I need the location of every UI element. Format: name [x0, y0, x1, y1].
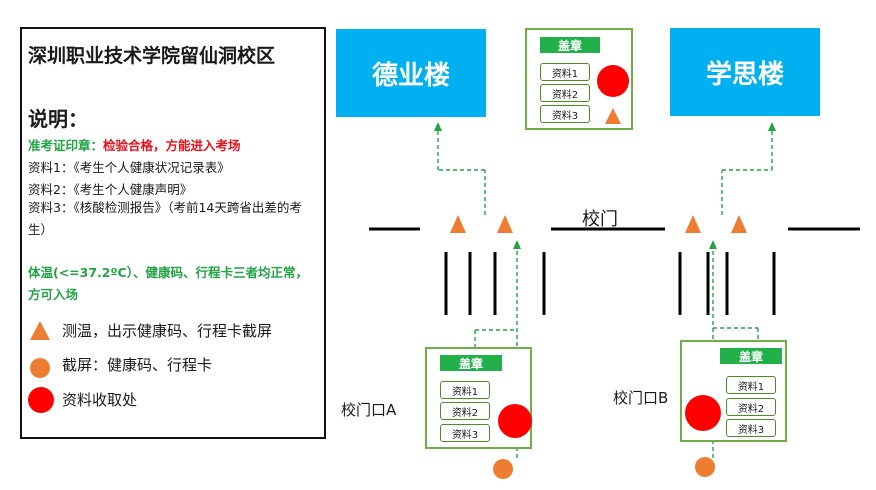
notes-heading: 说明： — [28, 107, 88, 131]
doc-note-1: 资料1：《考生个人健康状况记录表》 — [28, 160, 230, 175]
doc-1: 资料1 — [540, 63, 590, 81]
doc-1: 资料1 — [440, 381, 490, 399]
gate-a-label: 校门口A — [341, 401, 397, 419]
collection-point-gate-b — [685, 395, 721, 431]
gate-b-triangle-2 — [731, 215, 747, 233]
doc-3: 资料3 — [540, 105, 590, 123]
flow-b-arrow-up — [709, 240, 717, 249]
gate-b-screenshot-circle — [695, 457, 715, 477]
flow-a-arrow-building — [434, 122, 442, 131]
gate-a-screenshot-circle — [493, 459, 513, 479]
doc-note-3: 资料3：《核酸检测报告》（考前14天跨省出差的考生） — [28, 200, 302, 237]
doc-1: 资料1 — [726, 376, 776, 394]
flow-b-arrow-building — [768, 122, 776, 131]
doc-3: 资料3 — [726, 419, 776, 437]
flow-a-arrow-up — [513, 240, 521, 249]
gate-b-label: 校门口B — [613, 389, 669, 407]
building-right: 学思楼 — [670, 28, 820, 116]
triangle-top — [605, 108, 621, 124]
stamp-title: 盖章 — [720, 348, 782, 364]
building-left: 德业楼 — [336, 29, 486, 117]
stamp-title: 盖章 — [440, 355, 502, 371]
legend-item-small-circle: 截屏：健康码、行程卡 — [62, 356, 213, 374]
doc-2: 资料2 — [440, 402, 490, 420]
stamp-note-rule: 检验合格，方能进入考场 — [103, 138, 241, 153]
legend-item-triangle: 测温，出示健康码、行程卡截屏 — [62, 322, 273, 340]
legend-item-red-circle: 资料收取处 — [62, 391, 138, 409]
stamp-title: 盖章 — [540, 37, 600, 53]
triangle-icon — [30, 321, 50, 340]
doc-note-2: 资料2：《考生个人健康声明》 — [28, 182, 193, 197]
stamp-box-gate-a: 盖章 资料1 资料2 资料3 — [425, 347, 532, 449]
gate-b-triangle-1 — [685, 215, 701, 233]
campus-title: 深圳职业技术学院留仙洞校区 — [28, 45, 276, 67]
collection-point-top — [597, 65, 629, 97]
stamp-box-gate-b: 盖章 资料1 资料2 资料3 — [680, 340, 787, 442]
screenshot-circle-icon — [30, 358, 50, 378]
stamp-note: 准考证印章：检验合格，方能进入考场 — [28, 135, 241, 154]
collection-point-gate-a — [498, 404, 532, 438]
entry-rule: 体温(<=37.2ºC）、健康码、行程卡三者均正常，方可入场 — [28, 265, 308, 302]
doc-2: 资料2 — [726, 398, 776, 416]
gate-a-triangle-1 — [450, 215, 466, 233]
legend-panel: 深圳职业技术学院留仙洞校区 说明： 准考证印章：检验合格，方能进入考场 资料1：… — [20, 27, 326, 439]
stamp-box-top: 盖章 资料1 资料2 资料3 — [525, 28, 633, 130]
stamp-top-marks — [597, 65, 629, 124]
gate-a-triangle-2 — [497, 215, 513, 233]
doc-3: 资料3 — [440, 424, 490, 442]
stamp-note-label: 准考证印章： — [28, 138, 104, 153]
gate-label: 校门 — [582, 209, 618, 230]
doc-2: 资料2 — [540, 84, 590, 102]
collection-circle-icon — [28, 387, 54, 413]
